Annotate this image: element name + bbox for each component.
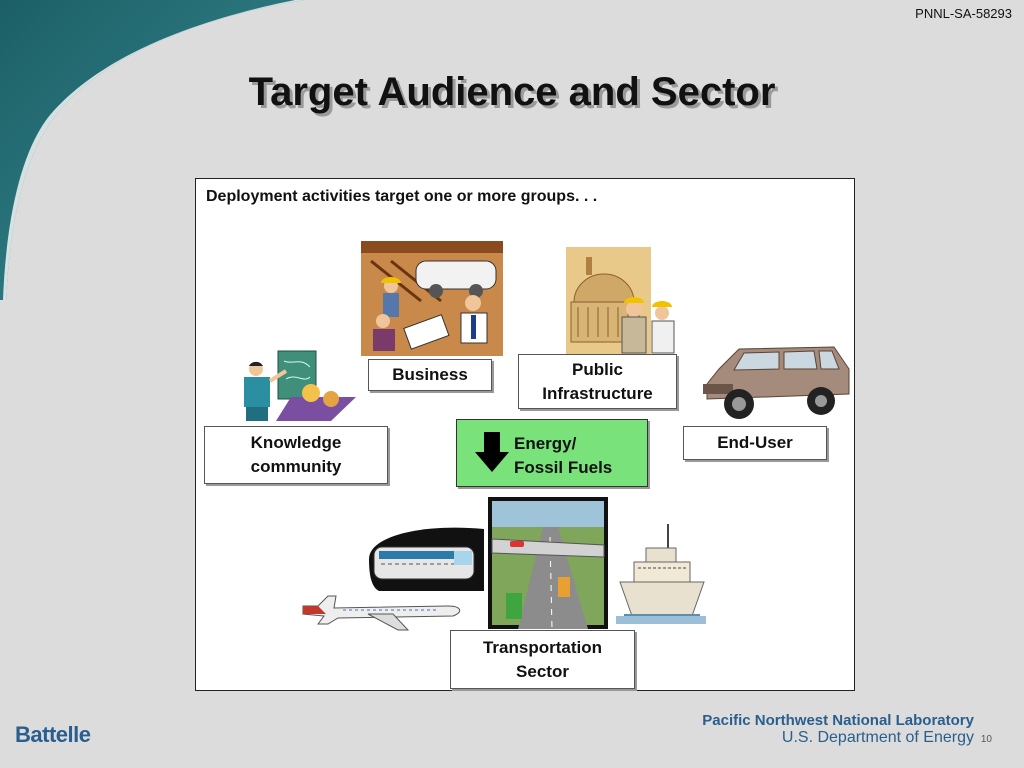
end-user-label: End-User [683,426,827,460]
department-name: U.S. Department of Energy [781,729,974,746]
document-id: PNNL-SA-58293 [915,6,1012,21]
lab-name: Pacific Northwest National Laboratory [702,712,974,729]
lab-logo: Pacific Northwest National Laboratory U.… [702,712,974,747]
page-number: 10 [980,734,992,745]
transportation-sector-label: Transportation Sector [450,630,635,689]
suv-clipart [703,346,850,419]
ship-clipart [616,524,706,624]
train-clipart [369,527,484,591]
corner-swoosh-decoration [0,0,305,300]
energy-line2: Fossil Fuels [514,458,613,477]
battelle-logo: Battelle [15,722,91,747]
intro-text: Deployment activities target one or more… [206,188,598,205]
content-box: Deployment activities target one or more… [195,178,855,691]
highway-clipart [488,497,608,629]
capitol-engineers-clipart [566,247,675,357]
energy-fossil-fuels-box: Energy/ Fossil Fuels [456,419,648,487]
business-label: Business [368,359,492,391]
factory-workers-clipart [361,241,503,356]
public-infrastructure-label: Public Infrastructure [518,354,677,409]
teacher-presentation-clipart [244,350,356,421]
energy-line1: Energy/ [514,434,577,453]
slide-title: Target Audience and Sector [248,70,776,114]
airplane-clipart [302,595,461,631]
down-arrow-icon [475,432,509,472]
knowledge-community-label: Knowledge community [204,426,388,484]
